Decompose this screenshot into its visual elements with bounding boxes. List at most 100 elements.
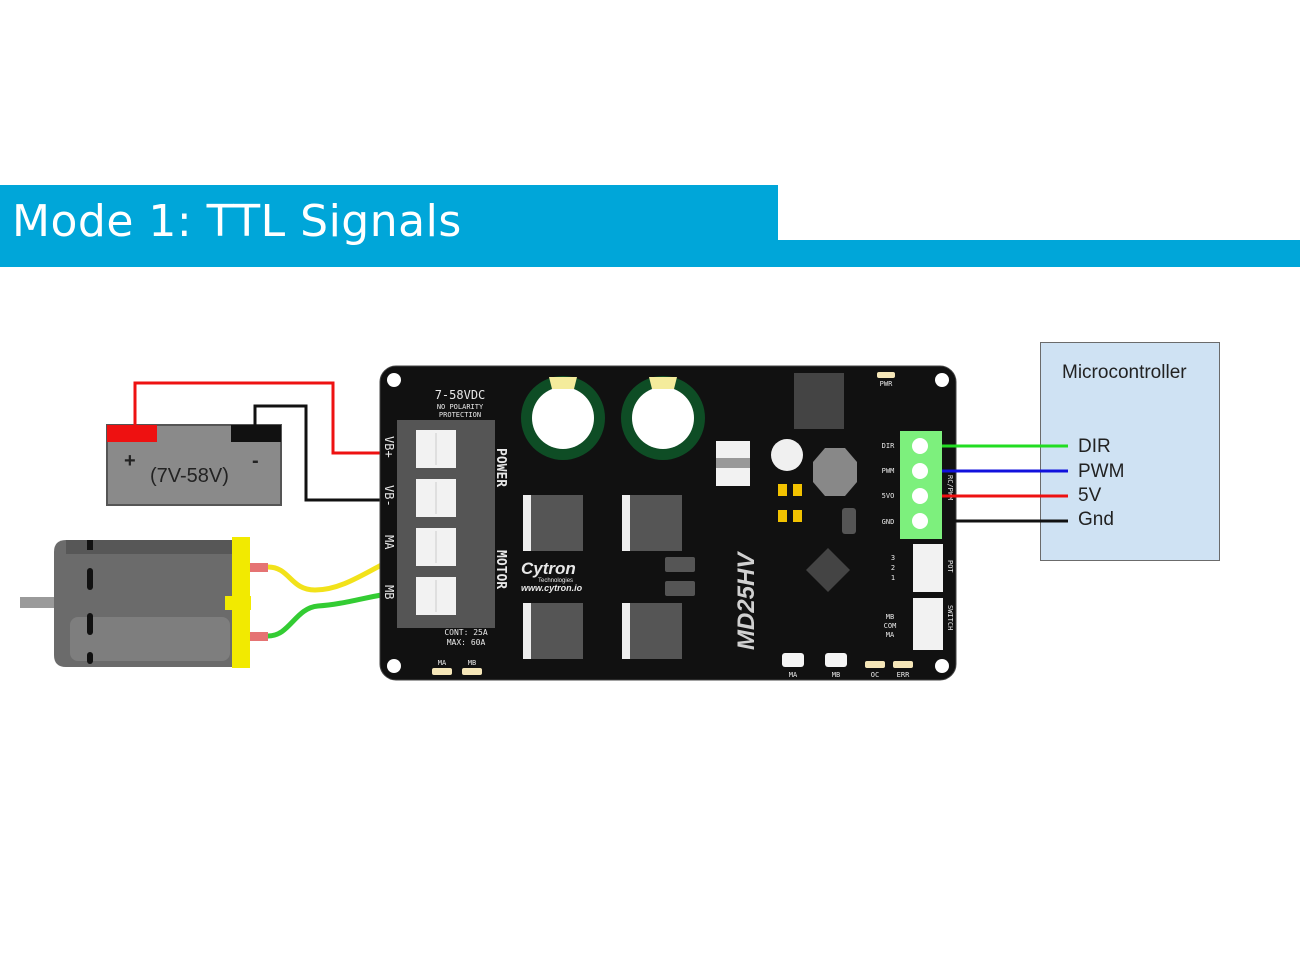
brand-logo: Cytron [521, 559, 576, 578]
pin-label-5vo: 5VO [882, 492, 895, 500]
battery [106, 424, 282, 506]
motor-slot [87, 613, 93, 635]
mounting-hole [387, 659, 401, 673]
smd-cap [778, 484, 787, 496]
motor-slot [87, 540, 93, 550]
terminal-pwm [912, 463, 928, 479]
motor-slot [87, 568, 93, 590]
mosfet [523, 603, 583, 659]
mcu-pin-pwm: PWM [1078, 461, 1125, 482]
battery-negative-terminal [231, 425, 281, 442]
header-banner [0, 185, 778, 267]
smd-cap [793, 510, 802, 522]
pin-label-gnd: GND [882, 518, 895, 526]
motor-label: MOTOR [493, 550, 508, 589]
terminal-5vo [912, 488, 928, 504]
smd-part [665, 581, 695, 596]
battery-voltage-label: (7V-58V) [150, 465, 229, 487]
terminal-label-mb: MB [382, 585, 396, 599]
mcu-pin-5v: 5V [1078, 485, 1102, 506]
inductor-round [813, 448, 857, 496]
pot-pin-3: 3 [891, 554, 895, 562]
md25hv-board: 7-58VDC NO POLARITY PROTECTION VB+ VB- M… [379, 365, 957, 681]
led-label-err: ERR [897, 671, 910, 679]
led-err [893, 661, 913, 668]
current-max-label: MAX: 60A [447, 638, 486, 647]
motor-slot [87, 652, 93, 664]
motor-endcap-tab [225, 596, 251, 610]
switch-connector [913, 598, 943, 650]
microcontroller-title: Microcontroller [1062, 362, 1187, 383]
mounting-hole [935, 659, 949, 673]
pin-label-pwm: PWM [882, 467, 895, 475]
capacitor-top [532, 387, 594, 449]
led-label-oc: OC [871, 671, 879, 679]
pot-pin-2: 2 [891, 564, 895, 572]
terminal-label-ma: MA [382, 535, 396, 550]
driver-ic [794, 373, 844, 429]
switch-label: SWITCH [946, 605, 954, 630]
pwr-led-label: PWR [880, 380, 893, 388]
brand-url: www.cytron.io [521, 583, 583, 593]
battery-plus-label: + [124, 450, 136, 472]
mounting-hole [387, 373, 401, 387]
led-label-mb: MB [468, 659, 476, 667]
led-label-ma: MA [438, 659, 447, 667]
terminal-label-vb-minus: VB- [382, 485, 396, 507]
pot-label: POT [946, 560, 954, 573]
mosfet [622, 603, 682, 659]
polarity-label-1: NO POLARITY [437, 403, 484, 411]
mosfet-tab [622, 603, 630, 659]
page-title: Mode 1: TTL Signals [12, 196, 462, 247]
pot-pin-1: 1 [891, 574, 895, 582]
button-ma[interactable] [782, 653, 804, 667]
motor-can-shade [66, 540, 232, 554]
switch-pin-com: COM [884, 622, 897, 630]
terminal-gnd [912, 513, 928, 529]
wire-battery-positive [133, 381, 420, 455]
model-label: MD25HV [733, 551, 760, 650]
mosfet [622, 495, 682, 551]
button-mb[interactable] [825, 653, 847, 667]
led-ma [432, 668, 452, 675]
motor-terminal-b [250, 632, 268, 641]
voltage-label: 7-58VDC [435, 388, 486, 402]
inductor-band [716, 458, 750, 468]
mosfet-tab [523, 603, 531, 659]
motor-shaft [20, 597, 56, 608]
pin-label-dir: DIR [882, 442, 895, 450]
smd-cap [793, 484, 802, 496]
pot-connector [913, 544, 943, 592]
mcu-pin-dir: DIR [1078, 436, 1111, 457]
electrolytic-cap [771, 439, 803, 471]
regulator-ic [806, 548, 850, 592]
motor-terminal-a [250, 563, 268, 572]
switch-pin-mb: MB [886, 613, 894, 621]
microcontroller-box [1040, 342, 1220, 561]
header-rule [778, 240, 1300, 267]
signal-header-label: RC/PWM [946, 475, 954, 500]
terminal-label-vb-plus: VB+ [382, 436, 396, 458]
polarity-label-2: PROTECTION [439, 411, 481, 419]
brand-sub: Technologies [538, 578, 573, 584]
capacitor-marking [649, 377, 677, 389]
led-pwr [877, 372, 895, 378]
power-label: POWER [493, 448, 508, 487]
current-cont-label: CONT: 25A [444, 628, 488, 637]
mosfet-tab [523, 495, 531, 551]
switch-pin-ma: MA [886, 631, 895, 639]
button-label-mb: MB [832, 671, 840, 679]
dc-motor [20, 537, 268, 668]
capacitor-top [632, 387, 694, 449]
terminal-dir [912, 438, 928, 454]
battery-positive-terminal [107, 425, 157, 442]
mcu-pin-gnd: Gnd [1078, 509, 1114, 530]
motor-can-highlight [70, 617, 230, 661]
mosfet [523, 495, 583, 551]
smd-part [665, 557, 695, 572]
mosfet-tab [622, 495, 630, 551]
smd-part [842, 508, 856, 534]
led-oc [865, 661, 885, 668]
mounting-hole [935, 373, 949, 387]
battery-minus-label: - [252, 450, 259, 472]
